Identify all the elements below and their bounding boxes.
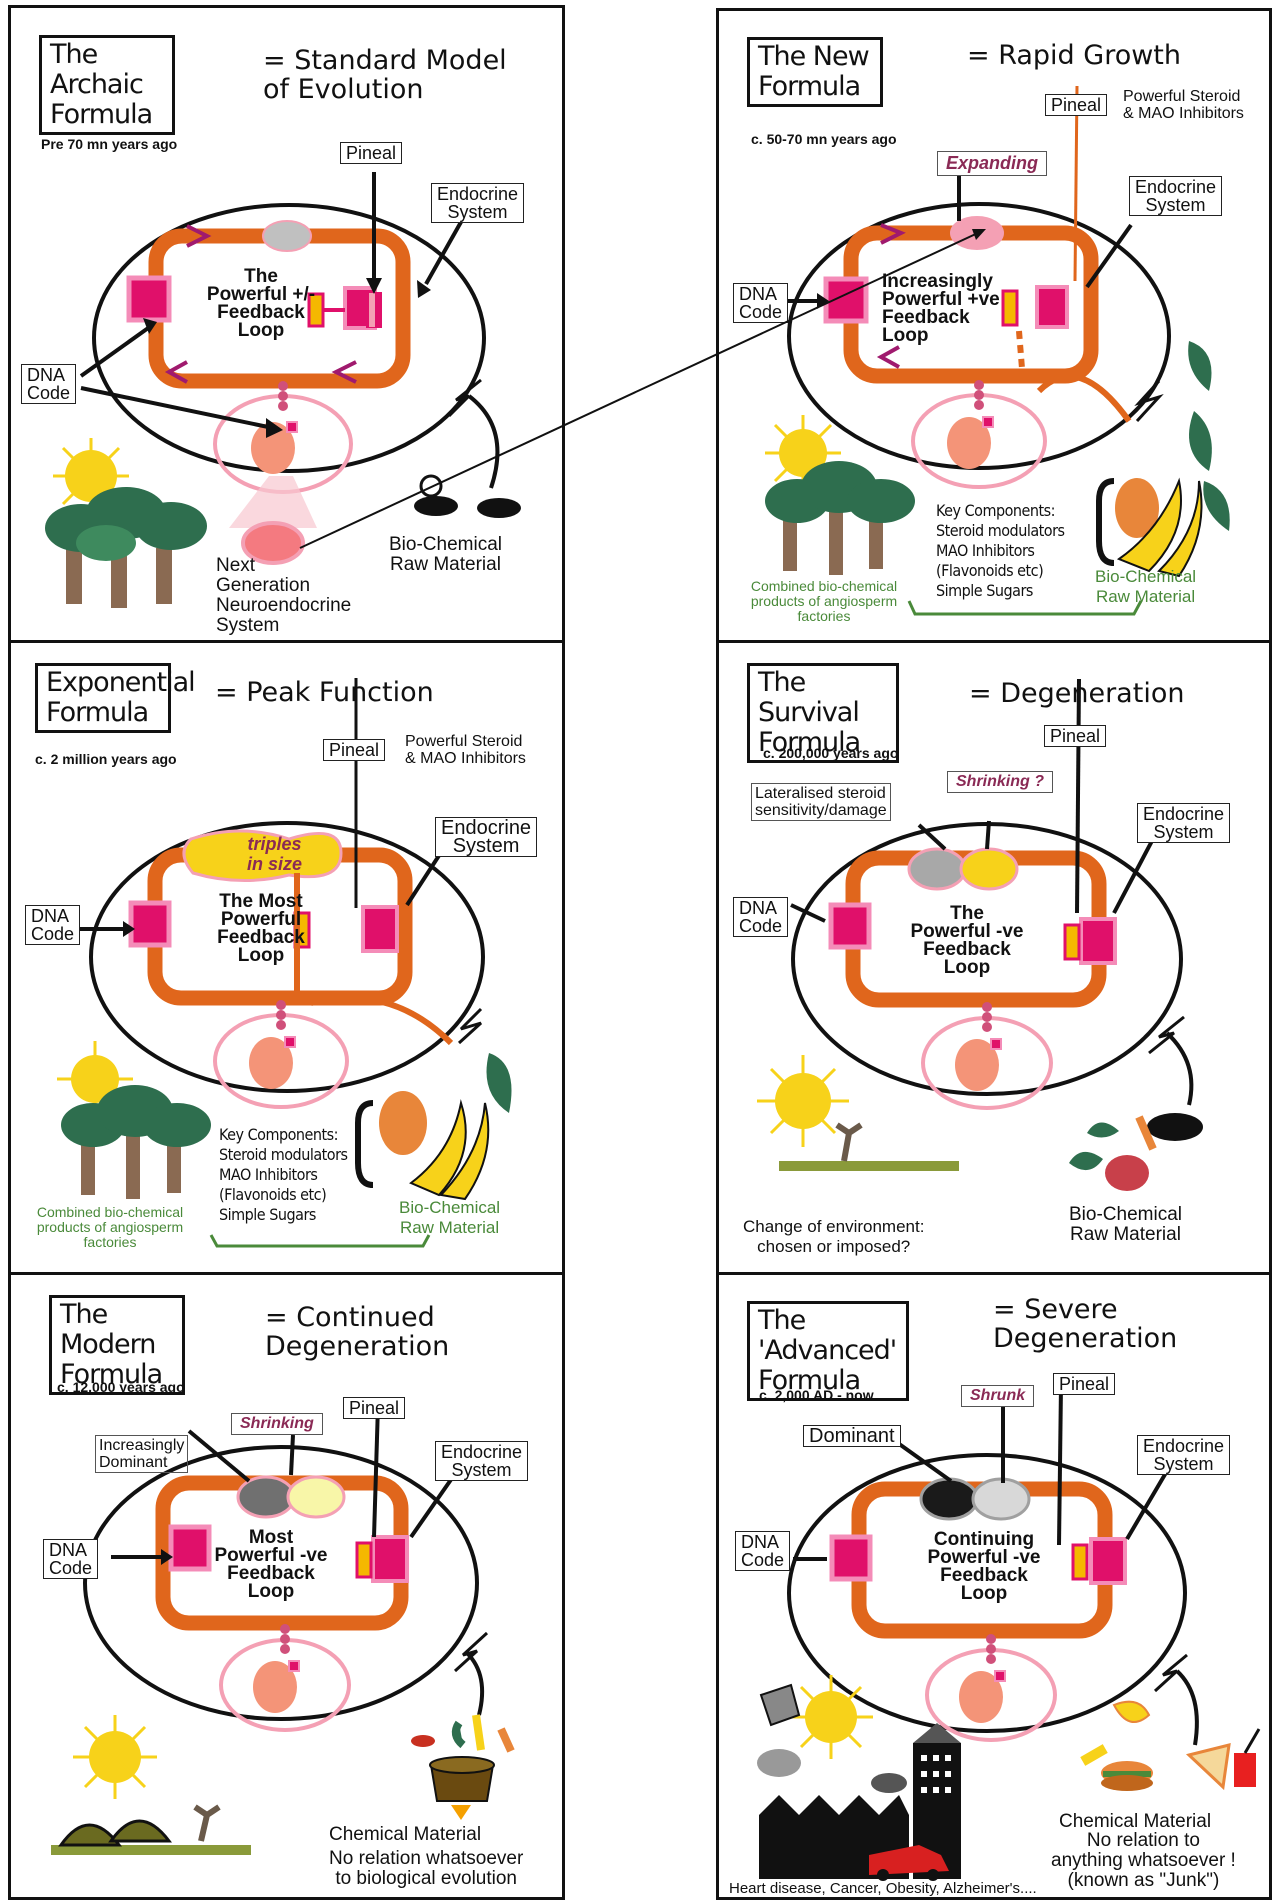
biochem-label: Bio-Chemical Raw Material xyxy=(1069,1204,1182,1245)
era-label: c. 12,000 years ago xyxy=(57,1379,185,1395)
equals-standard-model: = Standard Model of Evolution xyxy=(263,45,507,105)
next-gen-label: Next Generation Neuroendocrine System xyxy=(216,555,352,636)
equals-peak-function: = Peak Function xyxy=(215,677,434,708)
shrinking-label: Shrinking xyxy=(231,1413,323,1435)
endocrine-label: Endocrine System xyxy=(431,183,525,223)
title-exponential-formula: Exponential Formula xyxy=(35,663,196,733)
embryo xyxy=(251,422,295,474)
equals-continued-degeneration: = Continued Degeneration xyxy=(265,1302,450,1362)
loop-label: Increasingly Powerful +ve Feedback Loop xyxy=(882,271,1000,346)
key-components: Key Components: Steroid modulators MAO I… xyxy=(936,501,1065,600)
dna-code-label: DNA Code xyxy=(21,364,77,404)
biochem-label: Bio-Chemical Raw Material xyxy=(399,1198,501,1237)
chem-label: Chemical Material xyxy=(329,1824,482,1845)
combined-label: Combined bio-chemical products of angios… xyxy=(750,578,898,624)
endocrine-label: Endocrine System xyxy=(1137,803,1231,843)
panel-exponential-formula: Exponential Formula = Peak Function c. 2… xyxy=(8,640,565,1277)
pineal-label: Pineal xyxy=(323,739,386,761)
loop-label: Continuing Powerful -ve Feedback Loop xyxy=(927,1529,1041,1604)
dna-code-label: DNA Code xyxy=(735,1531,791,1571)
trees-icon xyxy=(45,487,207,608)
loop-label: The Powerful -ve Feedback Loop xyxy=(910,903,1024,978)
dna-code-label: DNA Code xyxy=(25,905,81,945)
era-label: Pre 70 mn years ago xyxy=(41,136,178,152)
biochem-label: Bio-Chemical Raw Material xyxy=(389,534,502,575)
dna-code-label: DNA Code xyxy=(733,897,789,937)
endocrine-label: Endocrine System xyxy=(1129,176,1223,216)
loop-label: Most Powerful -ve Feedback Loop xyxy=(214,1527,328,1602)
panel-4-graphics xyxy=(757,678,1203,1191)
loop-label: The Powerful +/- Feedback Loop xyxy=(206,266,316,341)
panel-archaic-formula: The Archaic Formula = Standard Model of … xyxy=(8,5,565,643)
era-label: c. 2,000 AD - now xyxy=(759,1387,874,1403)
steroid-label: Powerful Steroid & MAO Inhibitors xyxy=(405,733,526,767)
panel-3-graphics xyxy=(57,678,512,1248)
combined-label: Combined bio-chemical products of angios… xyxy=(36,1204,184,1250)
dna-gland xyxy=(126,275,172,323)
expanding-label: Expanding xyxy=(937,151,1048,176)
pineal-label: Pineal xyxy=(343,1397,406,1419)
panel-survival-formula: The Survival Formula = Degeneration c. 2… xyxy=(716,640,1272,1277)
dna-code-label: DNA Code xyxy=(733,283,789,323)
endocrine-label: Endocrine System xyxy=(1137,1435,1231,1475)
no-relation-label: No relation to anything whatsoever ! (kn… xyxy=(1051,1830,1236,1891)
endocrine-label: Endocrine System xyxy=(435,817,538,857)
era-label: c. 2 million years ago xyxy=(35,751,177,767)
lateral-label: Lateralised steroid sensitivity/damage xyxy=(751,783,891,821)
dna-code-label: DNA Code xyxy=(43,1539,99,1579)
insect-icon xyxy=(414,474,521,518)
shrinking-label: Shrinking ? xyxy=(947,771,1053,793)
shrunk-label: Shrunk xyxy=(961,1385,1035,1407)
title-new-formula: The New Formula xyxy=(747,37,883,107)
no-relation-label: No relation whatsoever to biological evo… xyxy=(329,1848,524,1889)
triples-label: triples in size xyxy=(247,834,303,874)
dominant-label: Dominant xyxy=(803,1425,901,1447)
title-modern-formula: The Modern Formula xyxy=(49,1295,185,1395)
era-label: c. 200,000 years ago xyxy=(763,745,899,761)
pineal-label: Pineal xyxy=(1045,94,1108,116)
loop-label: The Most Powerful Feedback Loop xyxy=(217,891,305,966)
panel-5-graphics xyxy=(51,1404,515,1855)
change-label: Change of environment: chosen or imposed… xyxy=(743,1217,925,1256)
dominant-label: Increasingly Dominant xyxy=(95,1435,189,1473)
pineal-label: Pineal xyxy=(1044,725,1107,747)
title-archaic-formula: The Archaic Formula xyxy=(39,35,175,135)
title-advanced-formula: The 'Advanced' Formula xyxy=(747,1301,909,1401)
disease-label: Heart disease, Cancer, Obesity, Alzheime… xyxy=(729,1880,1037,1897)
key-components: Key Components: Steroid modulators MAO I… xyxy=(219,1125,348,1224)
steroid-label: Powerful Steroid & MAO Inhibitors xyxy=(1123,88,1244,122)
era-label: c. 50-70 mn years ago xyxy=(751,131,897,147)
equals-severe-degeneration: = Severe Degeneration xyxy=(993,1294,1178,1354)
pineal-label: Pineal xyxy=(340,142,403,164)
brain-grey xyxy=(262,220,312,252)
panel-modern-formula: The Modern Formula = Continued Degenerat… xyxy=(8,1272,565,1900)
chem-label: Chemical Material xyxy=(1059,1811,1212,1832)
biochem-label: Bio-Chemical Raw Material xyxy=(1095,567,1197,606)
pineal-label: Pineal xyxy=(1053,1373,1116,1395)
equals-rapid-growth: = Rapid Growth xyxy=(967,40,1182,71)
endocrine-label: Endocrine System xyxy=(435,1441,529,1481)
panel-advanced-formula: The 'Advanced' Formula = Severe Degenera… xyxy=(716,1272,1272,1900)
equals-degeneration: = Degeneration xyxy=(969,678,1185,709)
panel-new-formula: The New Formula = Rapid Growth c. 50-70 … xyxy=(716,8,1272,644)
panel-6-graphics xyxy=(757,1384,1261,1881)
title-survival-formula: The Survival Formula xyxy=(747,663,899,763)
